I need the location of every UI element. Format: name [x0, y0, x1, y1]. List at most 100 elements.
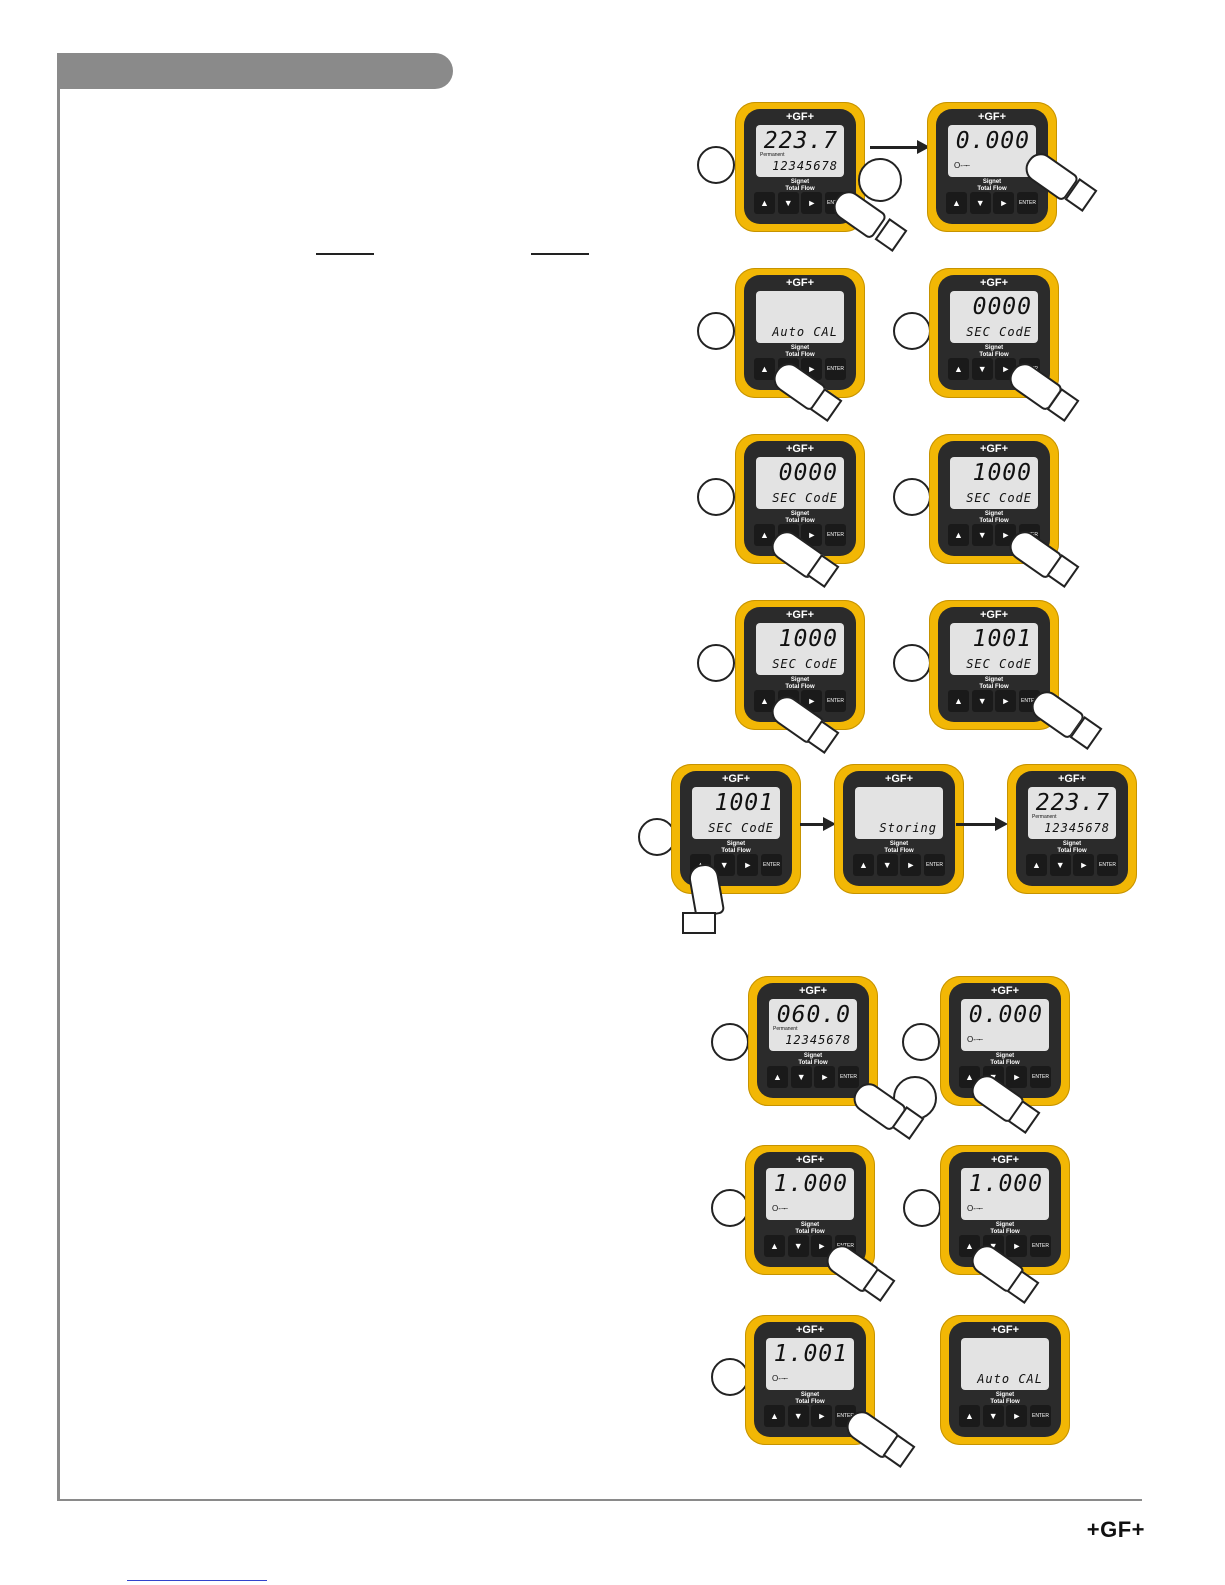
- enter-button[interactable]: ENTER: [824, 524, 846, 546]
- device-brand: Signet Total Flow: [949, 1222, 1061, 1236]
- enter-button[interactable]: ENTER: [1029, 1235, 1051, 1257]
- brand-line-1: Signet: [889, 841, 909, 847]
- enter-button[interactable]: ENTER: [760, 854, 782, 876]
- brand-line-1: Signet: [803, 1053, 823, 1059]
- left-margin-rule: [57, 89, 60, 1501]
- lcd-sub-value: SEC CodE: [708, 821, 774, 835]
- up-button[interactable]: ▲: [1026, 854, 1047, 876]
- right-button[interactable]: ►: [1073, 854, 1095, 876]
- brand-line-2: Total Flow: [979, 518, 1009, 524]
- device-logo: +GF+: [785, 277, 815, 289]
- right-button[interactable]: ►: [814, 1066, 836, 1088]
- down-button[interactable]: ▼: [982, 1405, 1004, 1427]
- up-button[interactable]: ▲: [754, 192, 775, 214]
- display-device: +GF+ 0.000 O-ᅮ Signet Total Flow ▲ ▼ ► E…: [927, 102, 1057, 232]
- display-device: +GF+ 223.7 Permanent 12345678 Signet Tot…: [1007, 764, 1137, 894]
- lcd-screen: 1000 SEC CodE: [756, 623, 844, 675]
- up-button[interactable]: ▲: [853, 854, 874, 876]
- brand-line-1: Signet: [790, 511, 810, 517]
- right-button[interactable]: ►: [1006, 1235, 1028, 1257]
- brand-line-2: Total Flow: [785, 684, 815, 690]
- up-button[interactable]: ▲: [948, 358, 969, 380]
- brand-line-2: Total Flow: [785, 352, 815, 358]
- up-button[interactable]: ▲: [764, 1235, 785, 1257]
- key-icon: O-ᅮ: [772, 1204, 789, 1213]
- display-device: +GF+ 1.000 O-ᅮ Signet Total Flow ▲ ▼ ► E…: [745, 1145, 875, 1275]
- device-brand: Signet Total Flow: [936, 179, 1048, 193]
- device-bezel: +GF+ 1.000 O-ᅮ Signet Total Flow ▲ ▼ ► E…: [754, 1152, 866, 1267]
- enter-button[interactable]: ENTER: [1016, 192, 1038, 214]
- brand-line-1: Signet: [790, 345, 810, 351]
- down-button[interactable]: ▼: [777, 192, 799, 214]
- brand-line-1: Signet: [984, 345, 1004, 351]
- lcd-screen: 223.7 Permanent 12345678: [1028, 787, 1116, 839]
- down-button[interactable]: ▼: [1049, 854, 1071, 876]
- device-logo: +GF+: [785, 443, 815, 455]
- lcd-screen: 223.7 Permanent 12345678: [756, 125, 844, 177]
- up-button[interactable]: ▲: [948, 690, 969, 712]
- enter-button[interactable]: ENTER: [837, 1066, 859, 1088]
- up-button[interactable]: ▲: [948, 524, 969, 546]
- enter-button[interactable]: ENTER: [923, 854, 945, 876]
- brand-line-1: Signet: [800, 1222, 820, 1228]
- enter-button[interactable]: ENTER: [824, 690, 846, 712]
- device-bezel: +GF+ 1001 SEC CodE Signet Total Flow ▲ ▼…: [680, 771, 792, 886]
- footer-link[interactable]: [127, 1580, 267, 1581]
- lcd-screen: Auto CAL: [961, 1338, 1049, 1390]
- lcd-main-value: 223.7: [1035, 790, 1110, 816]
- device-brand: Signet Total Flow: [744, 511, 856, 525]
- device-logo: +GF+: [979, 277, 1009, 289]
- right-button[interactable]: ►: [811, 1405, 833, 1427]
- lcd-screen: 1.000 O-ᅮ: [766, 1168, 854, 1220]
- device-bezel: +GF+ 060.0 Permanent 12345678 Signet Tot…: [757, 983, 869, 1098]
- down-button[interactable]: ▼: [971, 358, 993, 380]
- display-device: +GF+ 060.0 Permanent 12345678 Signet Tot…: [748, 976, 878, 1106]
- down-button[interactable]: ▼: [790, 1066, 812, 1088]
- enter-button[interactable]: ENTER: [1029, 1405, 1051, 1427]
- right-button[interactable]: ►: [1006, 1405, 1028, 1427]
- lcd-main-value: 1001: [714, 790, 774, 816]
- right-button[interactable]: ►: [811, 1235, 833, 1257]
- lcd-sub-value: Storing: [879, 821, 937, 835]
- right-button[interactable]: ►: [900, 854, 922, 876]
- right-button[interactable]: ►: [737, 854, 759, 876]
- lcd-screen: 1.001 O-ᅮ: [766, 1338, 854, 1390]
- display-device: +GF+ 1.000 O-ᅮ Signet Total Flow ▲ ▼ ► E…: [940, 1145, 1070, 1275]
- right-button[interactable]: ►: [993, 192, 1015, 214]
- up-button[interactable]: ▲: [754, 524, 775, 546]
- up-button[interactable]: ▲: [754, 358, 775, 380]
- device-brand: Signet Total Flow: [938, 511, 1050, 525]
- device-buttons: ▲ ▼ ► ENTER: [853, 854, 945, 876]
- device-logo: +GF+: [990, 985, 1020, 997]
- up-button[interactable]: ▲: [754, 690, 775, 712]
- up-button[interactable]: ▲: [764, 1405, 785, 1427]
- down-button[interactable]: ▼: [969, 192, 991, 214]
- down-button[interactable]: ▼: [876, 854, 898, 876]
- lcd-main-value: 060.0: [776, 1002, 851, 1028]
- device-buttons: ▲ ▼ ► ENTER: [946, 192, 1038, 214]
- right-button[interactable]: ►: [995, 690, 1017, 712]
- up-button[interactable]: ▲: [959, 1405, 980, 1427]
- brand-line-1: Signet: [726, 841, 746, 847]
- lcd-main-value: 1.000: [773, 1171, 848, 1197]
- enter-button[interactable]: ENTER: [824, 358, 846, 380]
- device-brand: Signet Total Flow: [843, 841, 955, 855]
- right-button[interactable]: ►: [1006, 1066, 1028, 1088]
- lcd-main-value: 1000: [778, 626, 838, 652]
- down-button[interactable]: ▼: [787, 1405, 809, 1427]
- right-button[interactable]: ►: [801, 192, 823, 214]
- down-button[interactable]: ▼: [787, 1235, 809, 1257]
- device-logo: +GF+: [721, 773, 751, 785]
- down-button[interactable]: ▼: [713, 854, 735, 876]
- step-circle: [893, 478, 931, 516]
- down-button[interactable]: ▼: [971, 690, 993, 712]
- enter-button[interactable]: ENTER: [1029, 1066, 1051, 1088]
- enter-button[interactable]: ENTER: [1096, 854, 1118, 876]
- down-button[interactable]: ▼: [971, 524, 993, 546]
- up-button[interactable]: ▲: [946, 192, 967, 214]
- step-circle: [711, 1358, 749, 1396]
- up-button[interactable]: ▲: [767, 1066, 788, 1088]
- device-bezel: +GF+ 1000 SEC CodE Signet Total Flow ▲ ▼…: [938, 441, 1050, 556]
- right-button[interactable]: ►: [801, 524, 823, 546]
- brand-line-1: Signet: [790, 677, 810, 683]
